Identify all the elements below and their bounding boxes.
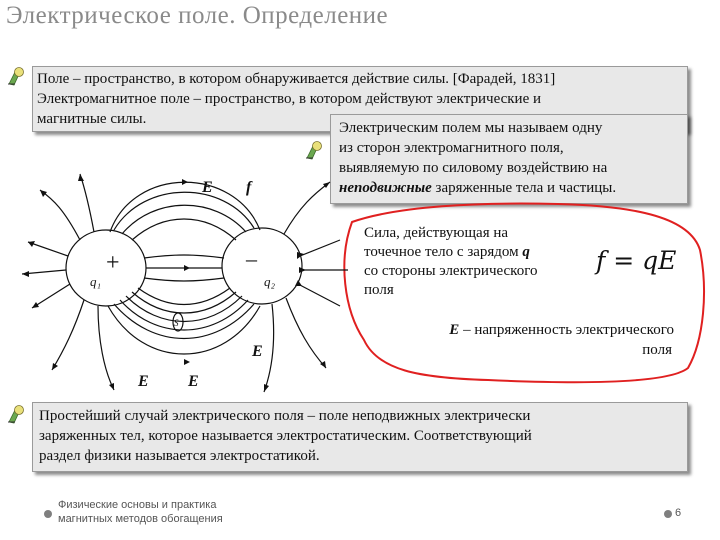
footer-dot-left bbox=[44, 510, 52, 518]
ef-line-3: выявляемую по силовому воздействию на bbox=[339, 160, 608, 176]
label-S: S bbox=[174, 318, 179, 328]
field-strength-line-1: E – напряженность электрического bbox=[404, 322, 674, 339]
charge-symbol: q bbox=[522, 244, 530, 260]
bullet-icon bbox=[306, 141, 322, 160]
force-formula: f = qE bbox=[596, 246, 677, 275]
label-f: f bbox=[246, 179, 253, 196]
force-line-3: со стороны электрического bbox=[364, 263, 538, 279]
field-strength-text: – напряженность электрического bbox=[459, 322, 674, 338]
definition-line-1: Поле – пространство, в котором обнаружив… bbox=[37, 71, 556, 87]
label-E-bottom-left: E bbox=[137, 373, 149, 390]
red-highlight-oval bbox=[343, 202, 705, 384]
force-line-2: точечное тело с зарядом q bbox=[364, 243, 590, 262]
footer-dot-right bbox=[664, 510, 672, 518]
electric-field-definition-box: Электрическим полем мы называем одну из … bbox=[330, 114, 688, 204]
label-plus: + bbox=[106, 250, 120, 276]
electrostatics-line-3: раздел физики называется электростатикой… bbox=[39, 448, 320, 464]
electrostatics-box: Простейший случай электрического поля – … bbox=[32, 402, 688, 472]
page-number: 6 bbox=[675, 507, 682, 519]
footer-text: Физические основы и практика магнитных м… bbox=[58, 498, 223, 526]
bullet-icon bbox=[8, 405, 24, 424]
ef-emphasis: неподвижные bbox=[339, 180, 432, 196]
force-line-4: поля bbox=[364, 282, 394, 298]
force-description: Сила, действующая на точечное тело с зар… bbox=[364, 224, 590, 300]
force-line-1: Сила, действующая на bbox=[364, 225, 509, 241]
field-strength-symbol: E bbox=[449, 322, 460, 338]
label-q1: q₁ bbox=[90, 274, 101, 289]
slide-title: Электрическое поле. Определение bbox=[6, 2, 389, 29]
ef-line-2: из сторон электромагнитного поля, bbox=[339, 140, 564, 156]
force-line-2-pre: точечное тело с зарядом bbox=[364, 244, 523, 260]
label-E-top: E bbox=[201, 179, 213, 196]
field-strength-line-2: поля bbox=[642, 342, 672, 358]
label-q2: q₂ bbox=[264, 274, 276, 289]
electrostatics-line-1: Простейший случай электрического поля – … bbox=[39, 408, 531, 424]
negative-charge-body bbox=[221, 227, 303, 305]
field-lines-diagram: E f + q₁ – q₂ S E E E bbox=[21, 173, 348, 393]
footer-line-2: магнитных методов обогащения bbox=[58, 513, 223, 525]
ef-line-4-rest: заряженные тела и частицы. bbox=[431, 180, 617, 196]
definition-line-3: магнитные силы. bbox=[37, 111, 147, 127]
footer-line-1: Физические основы и практика bbox=[58, 499, 217, 511]
ef-line-1: Электрическим полем мы называем одну bbox=[339, 120, 603, 136]
electrostatics-line-2: заряженных тел, которое называется элект… bbox=[39, 428, 532, 444]
bullet-icon bbox=[8, 67, 24, 86]
definition-line-2: Электромагнитное поле – пространство, в … bbox=[37, 91, 542, 107]
label-minus: – bbox=[245, 246, 258, 271]
ef-line-4: неподвижные заряженные тела и частицы. bbox=[339, 178, 679, 198]
label-E-bottom-right: E bbox=[187, 373, 199, 390]
label-E-mid: E bbox=[251, 343, 263, 360]
